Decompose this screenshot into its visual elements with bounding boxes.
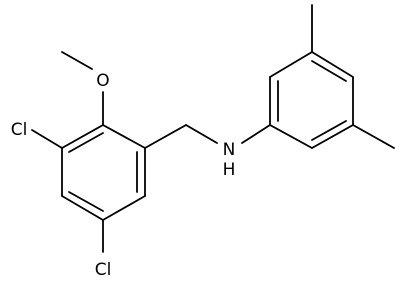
atom-labels: O Cl Cl N H [11,71,236,280]
bond-n-ring [241,124,271,144]
bond-ring1-d-inner [68,191,104,212]
atom-label-chlorine-2: Cl [95,260,112,280]
bond-ring1-f-inner [68,132,104,153]
atom-label-hydrogen: H [223,160,236,180]
bond-o-me [61,51,93,70]
bond-ring1-f [61,124,104,149]
atom-label-nitrogen: N [223,140,236,160]
bond-ring1-c [102,195,146,221]
atom-label-chlorine-1: Cl [11,120,28,140]
bond-c-cl1 [31,129,63,149]
bond-ring2-c-inner [311,60,347,82]
bond-methyl-right [352,124,395,149]
bond-ring1-a [102,124,146,149]
atom-label-oxygen: O [96,71,109,91]
bond-ring2-f [269,124,313,149]
bond-ring2-e-inner [311,120,347,141]
bond-ring1-d [61,195,104,221]
bond-ring2-e [311,124,354,149]
bonds [31,4,395,253]
bond-ring-ch2 [144,124,187,149]
bond-ring2-b [269,51,313,78]
bond-ch2-n [185,124,218,144]
bond-ring2-c [311,51,354,78]
